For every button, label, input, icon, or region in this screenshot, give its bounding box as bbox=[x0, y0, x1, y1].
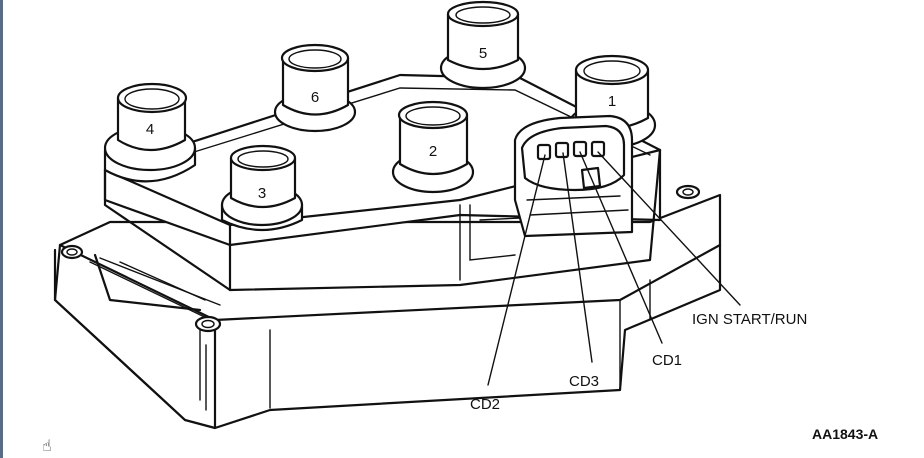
tower-5-number: 5 bbox=[479, 45, 487, 62]
tower-3: 3 bbox=[220, 144, 304, 232]
terminal-ign bbox=[590, 140, 606, 158]
tower-6: 6 bbox=[273, 43, 357, 133]
tower-4-number: 4 bbox=[146, 121, 154, 138]
terminal-cd1 bbox=[572, 140, 588, 158]
tower-4: 4 bbox=[103, 82, 197, 183]
tower-5: 5 bbox=[439, 0, 527, 90]
window-left-border bbox=[0, 0, 3, 458]
base-plate bbox=[53, 184, 722, 430]
label-cd1: CD1 bbox=[652, 352, 683, 369]
tower-2: 2 bbox=[391, 100, 475, 194]
tower-1-number: 1 bbox=[608, 93, 616, 110]
leader-lines bbox=[487, 151, 741, 386]
tower-2-number: 2 bbox=[429, 143, 437, 160]
label-cd3: CD3 bbox=[569, 373, 600, 390]
terminal-cd3 bbox=[554, 141, 570, 159]
tower-6-number: 6 bbox=[311, 89, 319, 106]
electrical-connector bbox=[513, 114, 634, 238]
figure-id: AA1843-A bbox=[812, 426, 879, 442]
label-ign-start-run: IGN START/RUN bbox=[692, 311, 808, 328]
label-cd2: CD2 bbox=[470, 396, 501, 413]
tower-3-number: 3 bbox=[258, 185, 266, 202]
hand-pointer-icon: ☝ bbox=[42, 436, 52, 455]
